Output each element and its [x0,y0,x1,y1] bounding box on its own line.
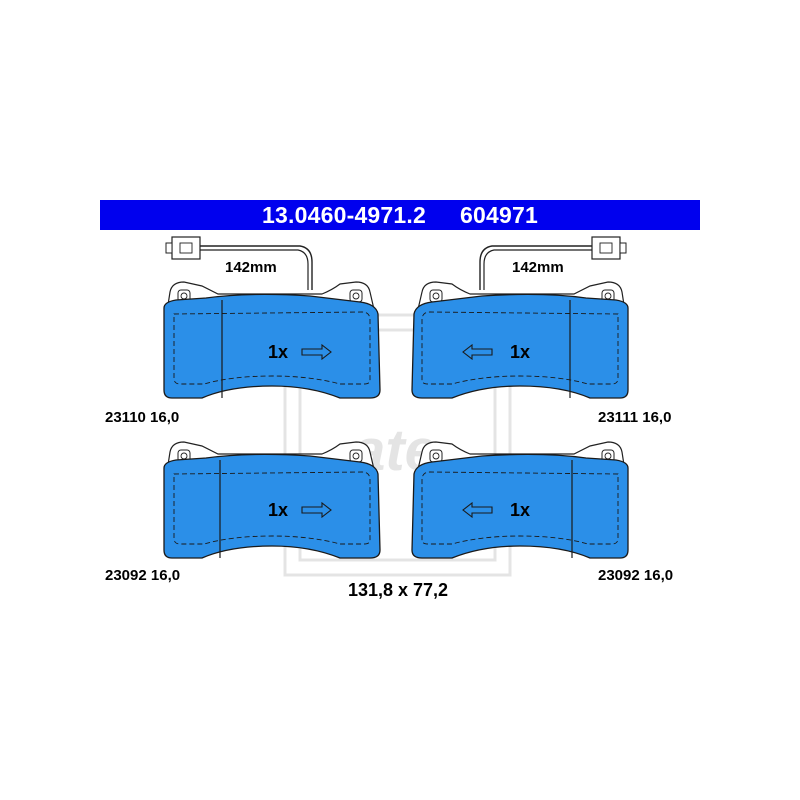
quantity-label: 1x [268,342,288,362]
brake-pad-bottom-right: 1x 23092 16,0 [411,441,673,584]
wire-length-label-right: 142mm [512,259,564,276]
reference-number: 604971 [460,201,538,228]
brake-pad-bottom-left: 1x 23092 16,0 [105,441,381,584]
dimensions-label: 131,8 x 77,2 [348,580,448,600]
pad-code-label: 23110 16,0 [105,409,179,426]
wear-sensor-connector-icon [479,236,627,290]
arrow-right-icon [301,343,332,361]
header-bar: 13.0460-4971.2 604971 [100,200,700,230]
quantity-label: 1x [510,500,530,520]
pad-code-label: 23092 16,0 [598,567,673,584]
pad-code-label: 23111 16,0 [598,409,671,426]
wear-sensor-connector-icon [165,236,313,290]
quantity-label: 1x [268,500,288,520]
quantity-label: 1x [510,342,530,362]
arrow-left-icon [462,501,493,519]
brake-pad-top-left: 142mm 1x 23110 16,0 [105,236,381,426]
part-number: 13.0460-4971.2 [262,201,426,228]
arrow-left-icon [462,343,493,361]
brake-pad-top-right: 142mm 1x 23111 16,0 [411,236,671,426]
wire-length-label-left: 142mm [225,259,277,276]
pad-code-label: 23092 16,0 [105,567,180,584]
arrow-right-icon [301,501,332,519]
